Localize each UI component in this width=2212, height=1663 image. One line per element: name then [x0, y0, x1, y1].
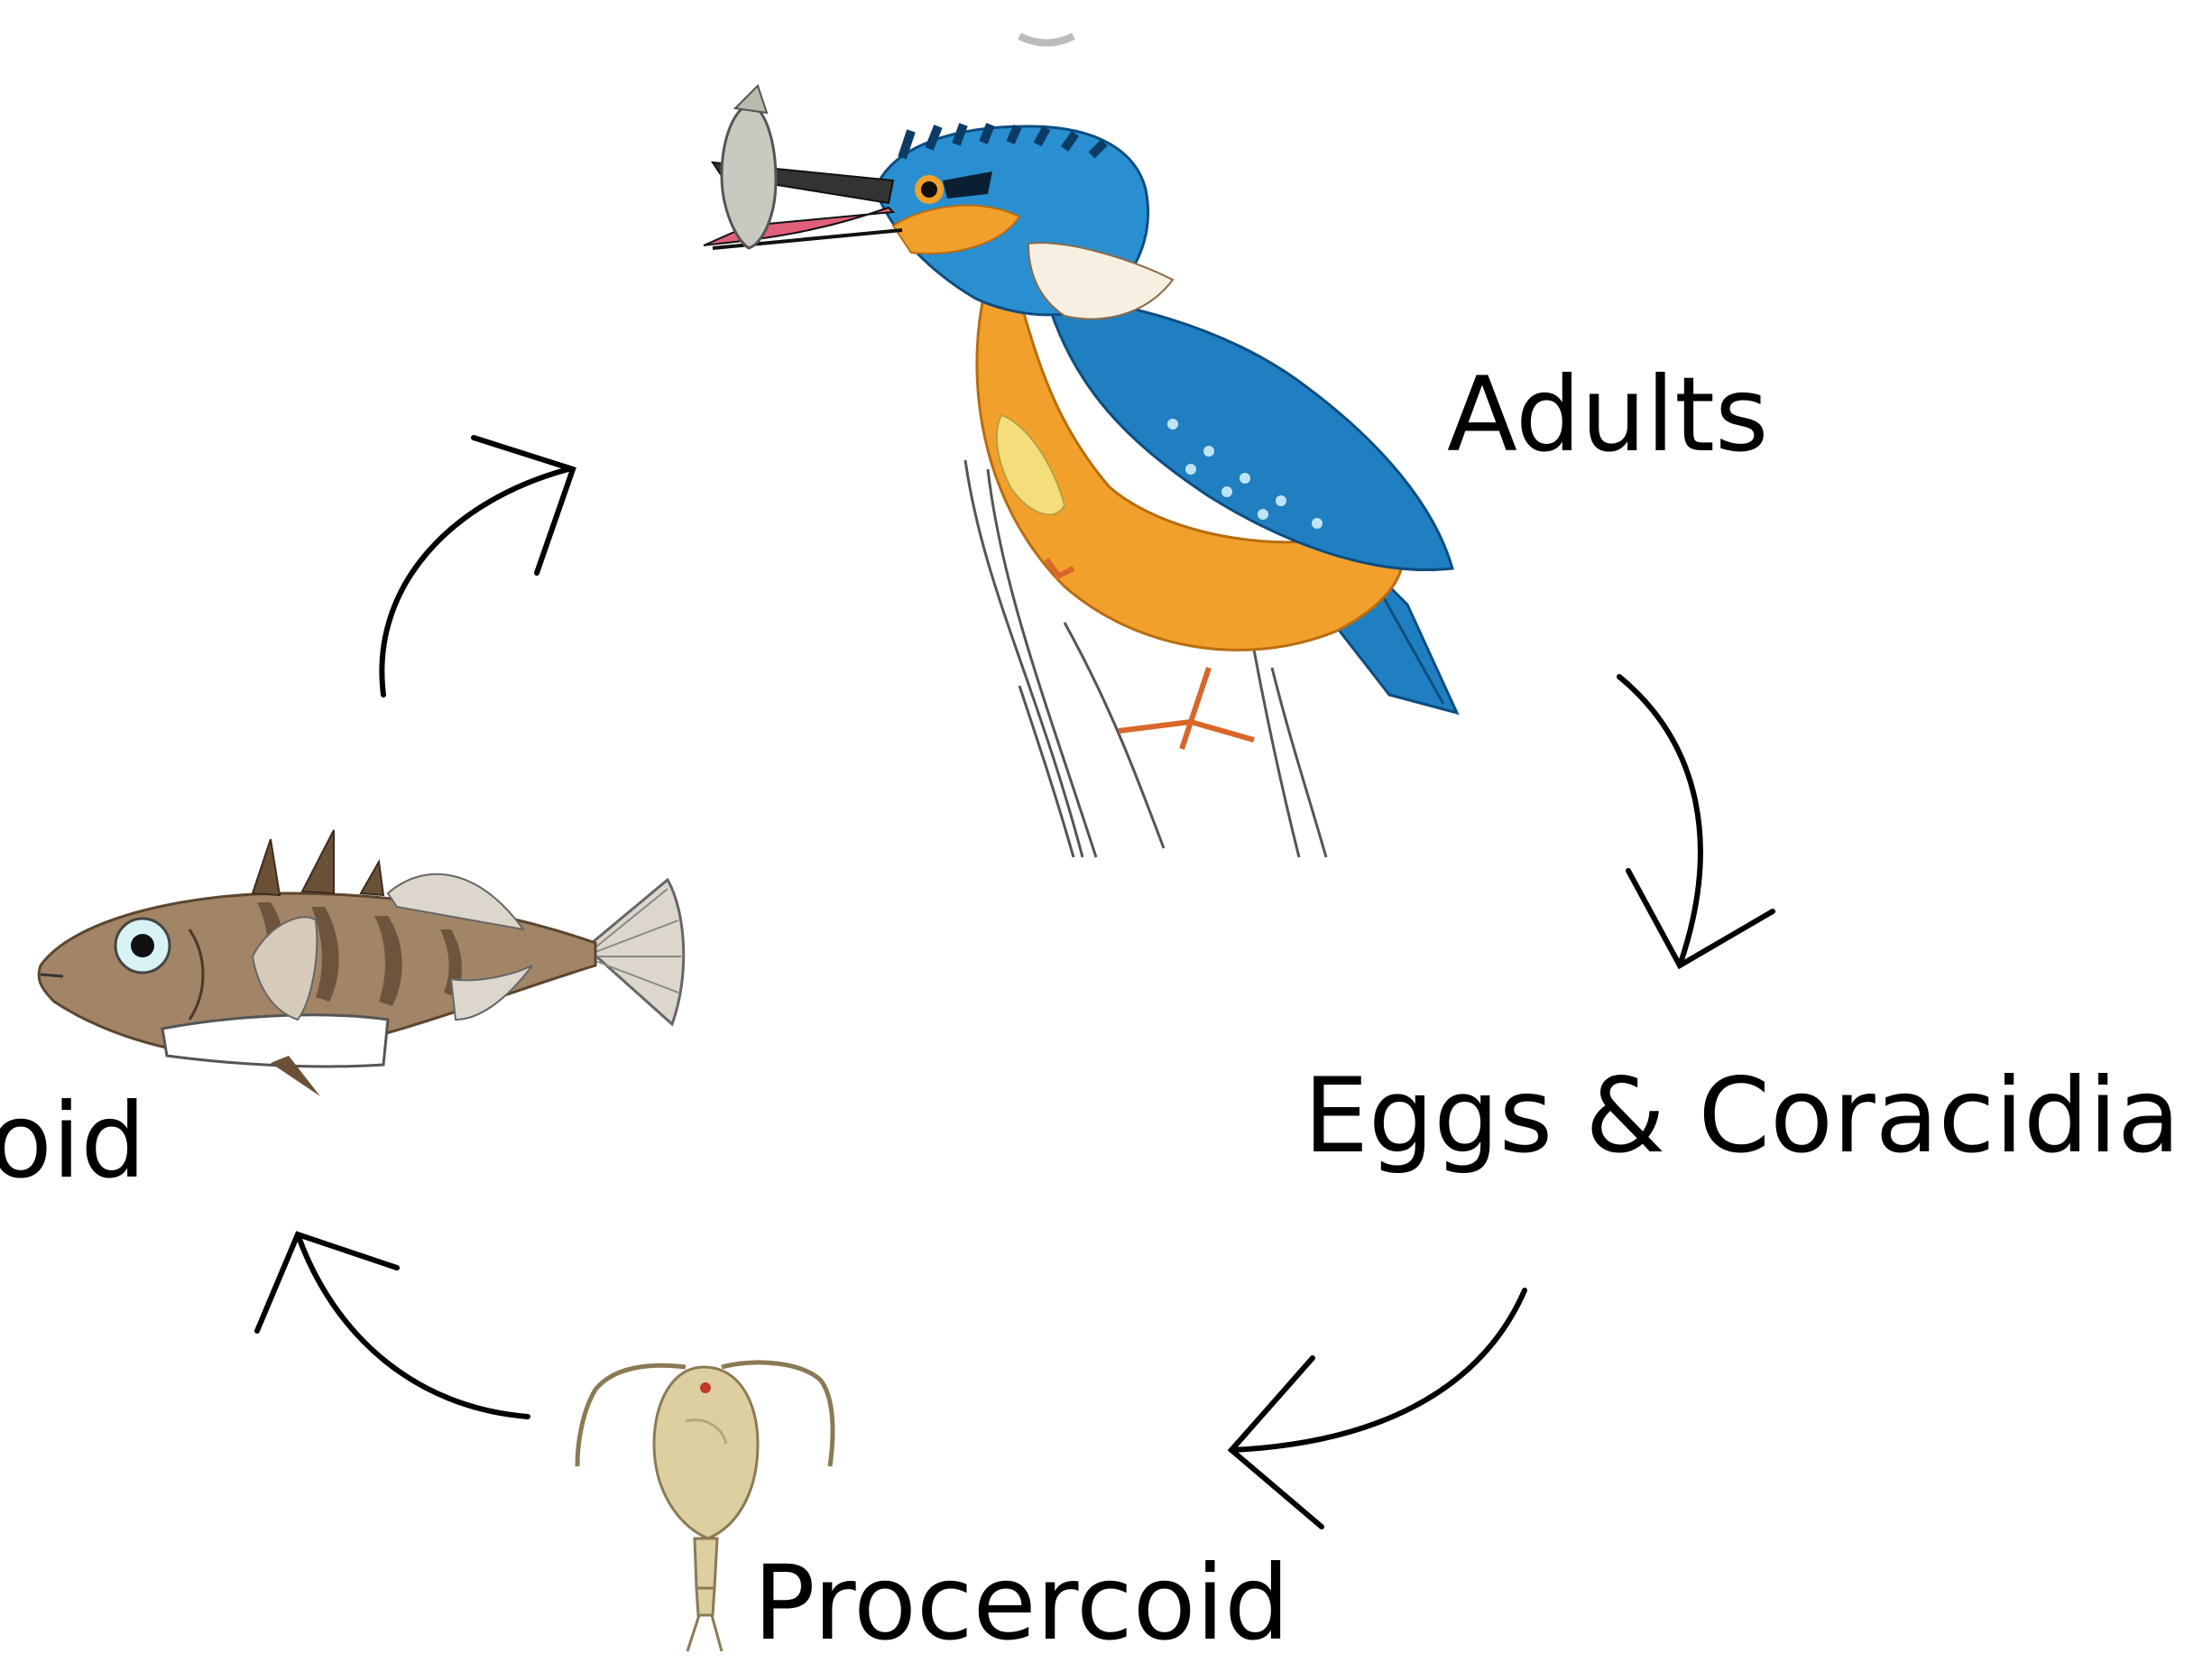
stage-label-adults: Adults: [1447, 364, 1768, 467]
stickleback-icon: [39, 830, 684, 1096]
stage-label-eggs-coracidia: Eggs & Coracidia: [1304, 1065, 2180, 1168]
top-mark: [1019, 36, 1074, 43]
arrow-procercoid-to-plerocercoid: [257, 1234, 528, 1417]
stage-label-plerocercoid: oid: [0, 1090, 146, 1193]
kingfisher-icon: [704, 86, 1457, 857]
arrow-adults-to-eggs: [1619, 677, 1773, 965]
arrow-eggs-to-procercoid: [1231, 1290, 1525, 1527]
stage-label-procercoid: Procercoid: [753, 1552, 1290, 1655]
arrow-plerocercoid-to-adults: [382, 438, 573, 695]
